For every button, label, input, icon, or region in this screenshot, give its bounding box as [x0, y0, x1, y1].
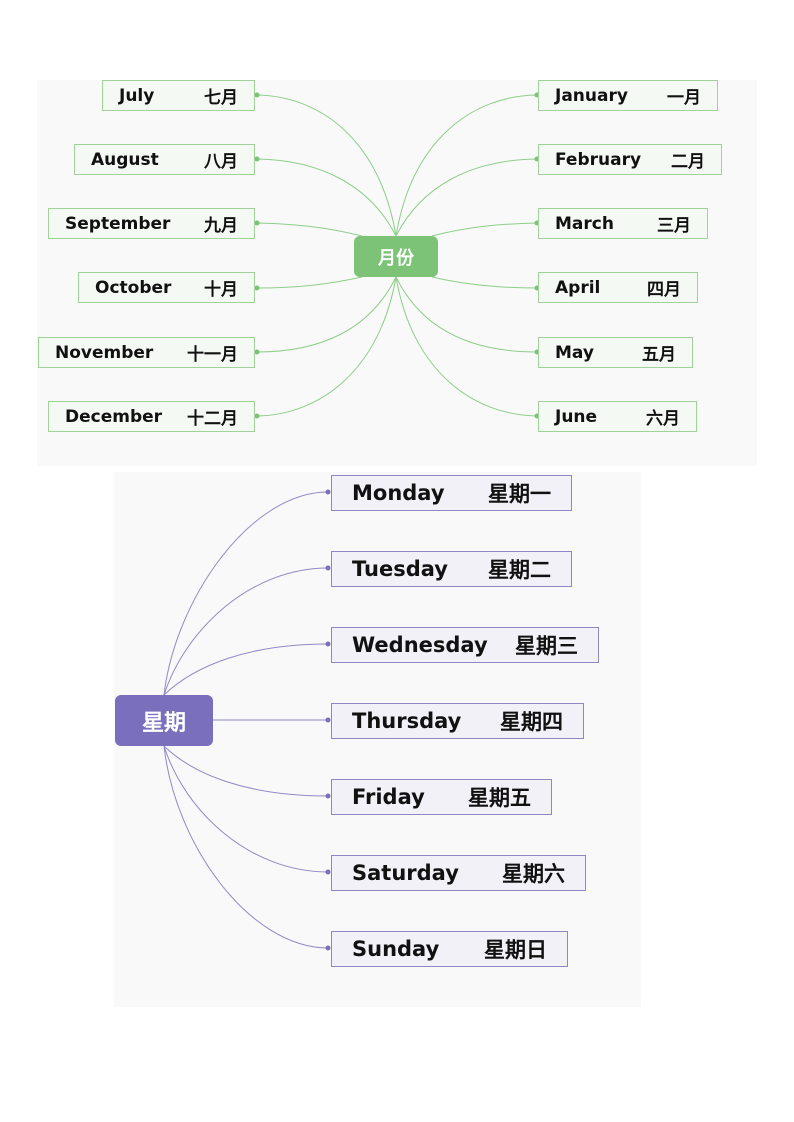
weekday-node-tuesday: Tuesday 星期二: [331, 551, 572, 587]
month-chinese: 七月: [204, 88, 238, 108]
month-chinese: 一月: [667, 88, 701, 108]
weekday-english: Thursday: [352, 709, 462, 733]
weekday-chinese: 星期五: [468, 786, 531, 810]
month-node-july: July 七月: [102, 80, 255, 111]
month-chinese: 十月: [204, 280, 238, 300]
weekdays-center-node: 星期: [115, 695, 213, 746]
weekday-node-saturday: Saturday 星期六: [331, 855, 586, 891]
weekday-english: Wednesday: [352, 633, 488, 657]
weekday-english: Friday: [352, 785, 425, 809]
month-english: December: [65, 406, 163, 427]
weekday-chinese: 星期四: [500, 710, 563, 734]
month-node-december: December 十二月: [48, 401, 255, 432]
month-node-april: April 四月: [538, 272, 698, 303]
month-chinese: 十二月: [187, 409, 238, 429]
weekday-node-monday: Monday 星期一: [331, 475, 572, 511]
weekday-chinese: 星期日: [484, 938, 547, 962]
month-chinese: 二月: [671, 152, 705, 172]
month-english: August: [91, 149, 159, 170]
weekday-node-friday: Friday 星期五: [331, 779, 552, 815]
weekday-chinese: 星期六: [502, 862, 565, 886]
month-chinese: 九月: [204, 216, 238, 236]
weekday-english: Tuesday: [352, 557, 448, 581]
weekday-english: Saturday: [352, 861, 459, 885]
weekday-english: Monday: [352, 481, 445, 505]
weekday-chinese: 星期三: [515, 634, 578, 658]
month-node-august: August 八月: [74, 144, 255, 175]
month-chinese: 六月: [646, 409, 680, 429]
weekday-node-wednesday: Wednesday 星期三: [331, 627, 599, 663]
month-node-january: January 一月: [538, 80, 718, 111]
month-english: July: [119, 85, 155, 106]
month-node-september: September 九月: [48, 208, 255, 239]
month-node-november: November 十一月: [38, 337, 255, 368]
month-english: May: [555, 342, 594, 363]
weekday-chinese: 星期一: [488, 482, 551, 506]
month-node-october: October 十月: [78, 272, 255, 303]
weekday-chinese: 星期二: [488, 558, 551, 582]
month-chinese: 三月: [657, 216, 691, 236]
weekday-node-sunday: Sunday 星期日: [331, 931, 568, 967]
months-center-node: 月份: [354, 236, 438, 277]
month-english: January: [555, 85, 628, 106]
month-chinese: 四月: [647, 280, 681, 300]
month-english: June: [555, 406, 598, 427]
month-node-march: March 三月: [538, 208, 708, 239]
month-english: February: [555, 149, 642, 170]
month-node-may: May 五月: [538, 337, 693, 368]
month-english: September: [65, 213, 171, 234]
month-english: October: [95, 277, 172, 298]
month-english: April: [555, 277, 601, 298]
month-node-june: June 六月: [538, 401, 697, 432]
weekday-english: Sunday: [352, 937, 440, 961]
weekday-node-thursday: Thursday 星期四: [331, 703, 584, 739]
month-chinese: 五月: [642, 345, 676, 365]
month-chinese: 十一月: [187, 345, 238, 365]
month-node-february: February 二月: [538, 144, 722, 175]
month-english: November: [55, 342, 154, 363]
month-english: March: [555, 213, 614, 234]
month-chinese: 八月: [204, 152, 238, 172]
